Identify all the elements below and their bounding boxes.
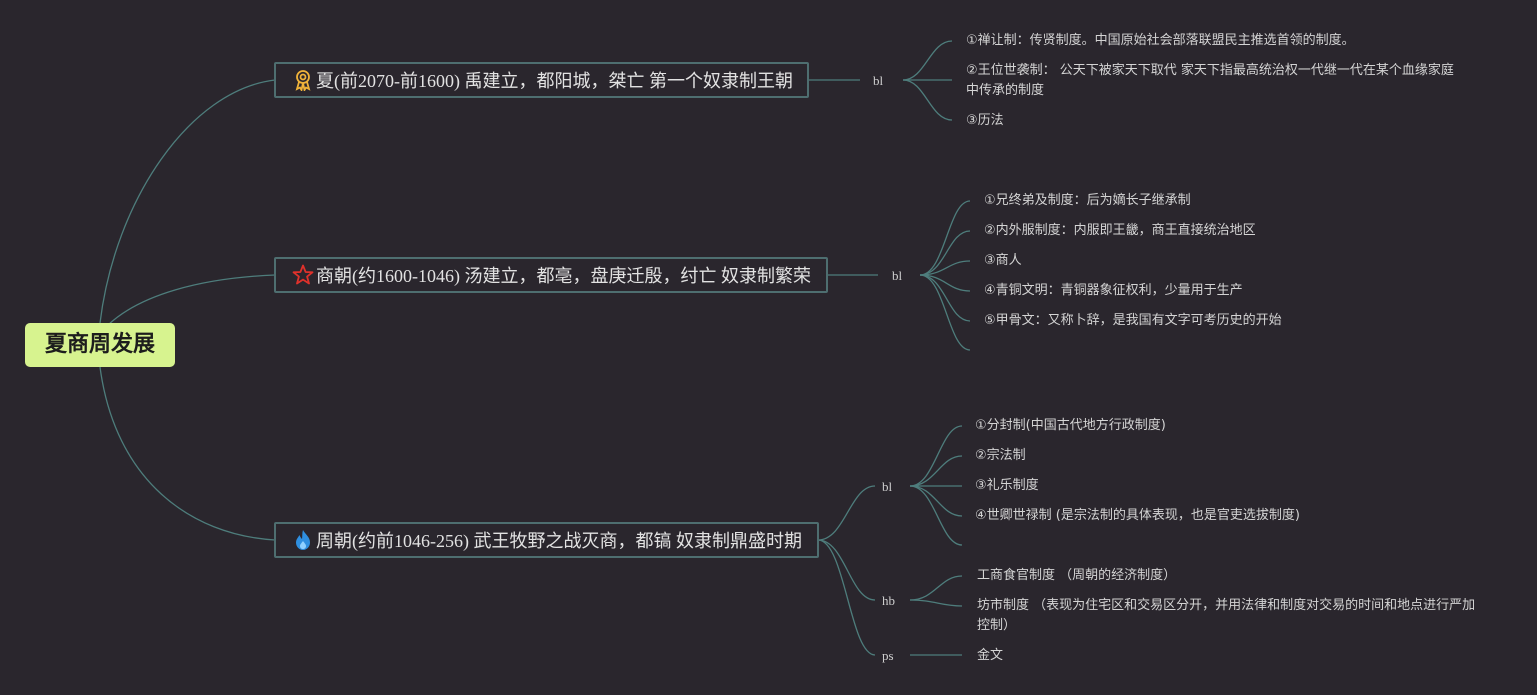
group-tag: bl bbox=[882, 479, 893, 494]
branch-zhou[interactable]: 周朝(约前1046-256) 武王牧野之战灭商，都镐 奴隶制鼎盛时期 bbox=[274, 522, 819, 558]
list-item[interactable]: ②宗法制 bbox=[975, 448, 1026, 463]
list-item[interactable]: ⑤甲骨文：又称卜辞，是我国有文字可考历史的开始 bbox=[984, 313, 1282, 328]
group-tag: bl bbox=[892, 268, 903, 283]
branch-label: 商朝(约1600-1046) 汤建立，都亳，盘庚迁殷，纣亡 奴隶制繁荣 bbox=[316, 266, 811, 286]
group-tag: bl bbox=[873, 73, 884, 88]
branch-xia[interactable]: 夏(前2070-前1600) 禹建立，都阳城，桀亡 第一个奴隶制王朝 bbox=[274, 62, 809, 98]
edge-zhou-hb bbox=[817, 539, 876, 601]
branch-label: 周朝(约前1046-256) 武王牧野之战灭商，都镐 奴隶制鼎盛时期 bbox=[316, 531, 802, 551]
star-icon bbox=[292, 264, 314, 286]
edge-root-xia bbox=[99, 79, 276, 324]
edge-root-zhou bbox=[99, 366, 276, 541]
fire-icon bbox=[292, 529, 314, 551]
list-item[interactable]: ③商人 bbox=[984, 253, 1022, 268]
list-item[interactable]: ②内外服制度：内服即王畿，商王直接统治地区 bbox=[984, 223, 1256, 238]
edge-root-shang bbox=[107, 274, 276, 326]
list-item[interactable]: 工商食官制度 （周朝的经济制度） bbox=[977, 568, 1177, 583]
list-item[interactable]: ④青铜文明：青铜器象征权利，少量用于生产 bbox=[984, 283, 1243, 298]
group-tag: hb bbox=[882, 593, 895, 608]
edge-zhou-bl bbox=[817, 485, 876, 541]
list-item[interactable]: ③历法 bbox=[966, 113, 1004, 128]
group-tag: ps bbox=[882, 648, 894, 663]
list-item[interactable]: ①兄终弟及制度：后为嫡长子继承制 bbox=[984, 193, 1191, 208]
branch-shang[interactable]: 商朝(约1600-1046) 汤建立，都亳，盘庚迁殷，纣亡 奴隶制繁荣 bbox=[274, 257, 828, 293]
edge-zhou-ps bbox=[817, 539, 876, 656]
list-item[interactable]: 坊市制度 （表现为住宅区和交易区分开，并用法律和制度对交易的时间和地点进行严加控… bbox=[977, 598, 1476, 633]
list-item[interactable]: ④世卿世禄制 (是宗法制的具体表现，也是官吏选拔制度) bbox=[975, 508, 1300, 523]
branch-label: 夏(前2070-前1600) 禹建立，都阳城，桀亡 第一个奴隶制王朝 bbox=[316, 71, 793, 91]
list-item[interactable]: ①分封制(中国古代地方行政制度) bbox=[975, 418, 1166, 433]
list-item[interactable]: ②王位世袭制： 公天下被家天下取代 家天下指最高统治权一代继一代在某个血缘家庭中… bbox=[966, 63, 1454, 98]
list-item[interactable]: 金文 bbox=[977, 648, 1004, 663]
list-item[interactable]: ①禅让制：传贤制度。中国原始社会部落联盟民主推选首领的制度。 bbox=[966, 33, 1355, 48]
award-medal-icon bbox=[292, 69, 314, 91]
root-node[interactable]: 夏商周发展 bbox=[25, 323, 175, 367]
list-item[interactable]: ③礼乐制度 bbox=[975, 478, 1039, 493]
